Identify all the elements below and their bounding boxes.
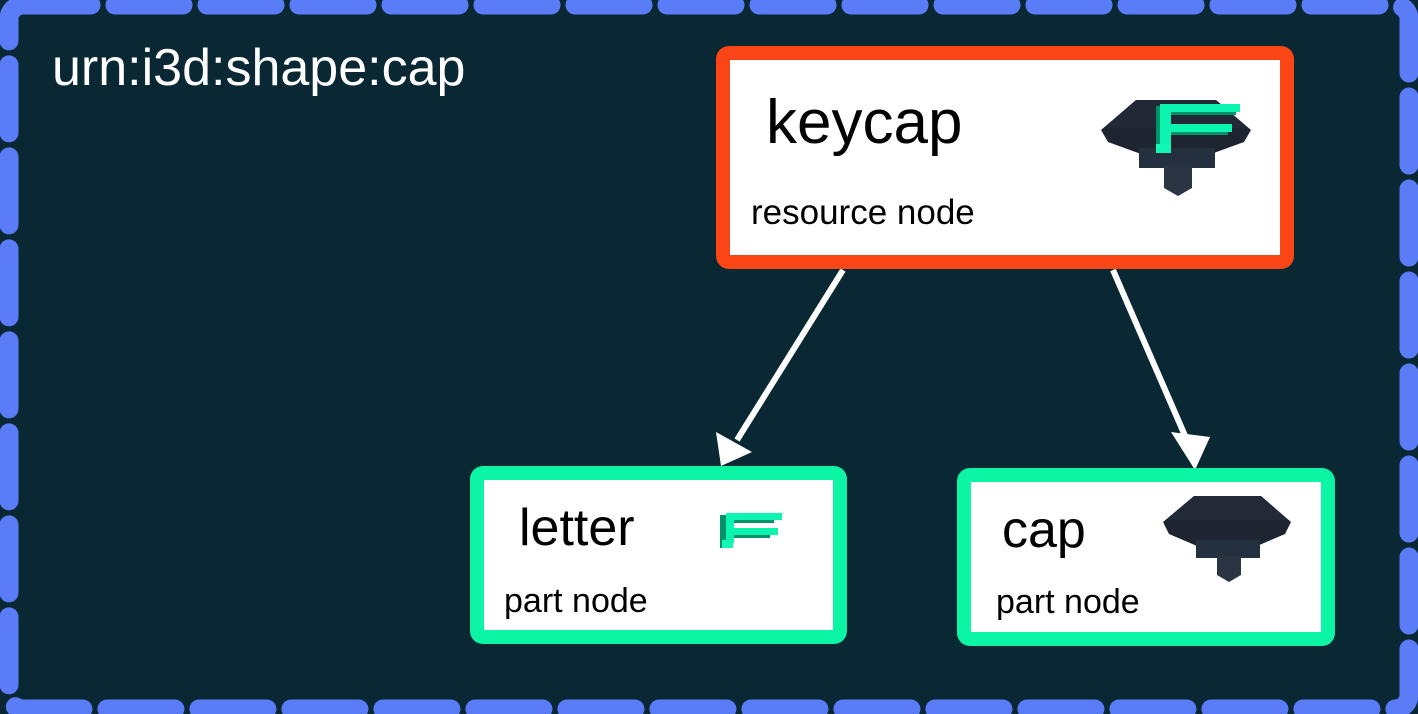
edge-keycap-to-letter (716, 268, 846, 466)
cap-body-thumbnail-icon (1159, 490, 1295, 586)
node-title: keycap (766, 88, 963, 157)
arrowhead-icon (1171, 432, 1210, 470)
node-card-cap[interactable]: cap part node (957, 468, 1335, 646)
node-body: keycap resource node (730, 60, 1280, 255)
node-card-letter[interactable]: letter part node (470, 466, 847, 644)
node-title: letter (519, 499, 635, 557)
letter-f-thumbnail-icon (720, 512, 782, 554)
node-title: cap (1002, 501, 1086, 559)
edge-keycap-to-cap (1110, 268, 1210, 470)
edge-line (734, 268, 846, 442)
edge-line (1110, 268, 1189, 440)
node-body: cap part node (971, 482, 1321, 632)
node-card-keycap[interactable]: keycap resource node (716, 46, 1294, 269)
node-subtitle: part node (996, 583, 1140, 621)
arrowhead-icon (716, 432, 752, 466)
keycap-with-letter-thumbnail-icon (1096, 92, 1256, 202)
node-subtitle: part node (504, 582, 648, 620)
node-body: letter part node (484, 480, 833, 630)
node-subtitle: resource node (751, 193, 975, 232)
